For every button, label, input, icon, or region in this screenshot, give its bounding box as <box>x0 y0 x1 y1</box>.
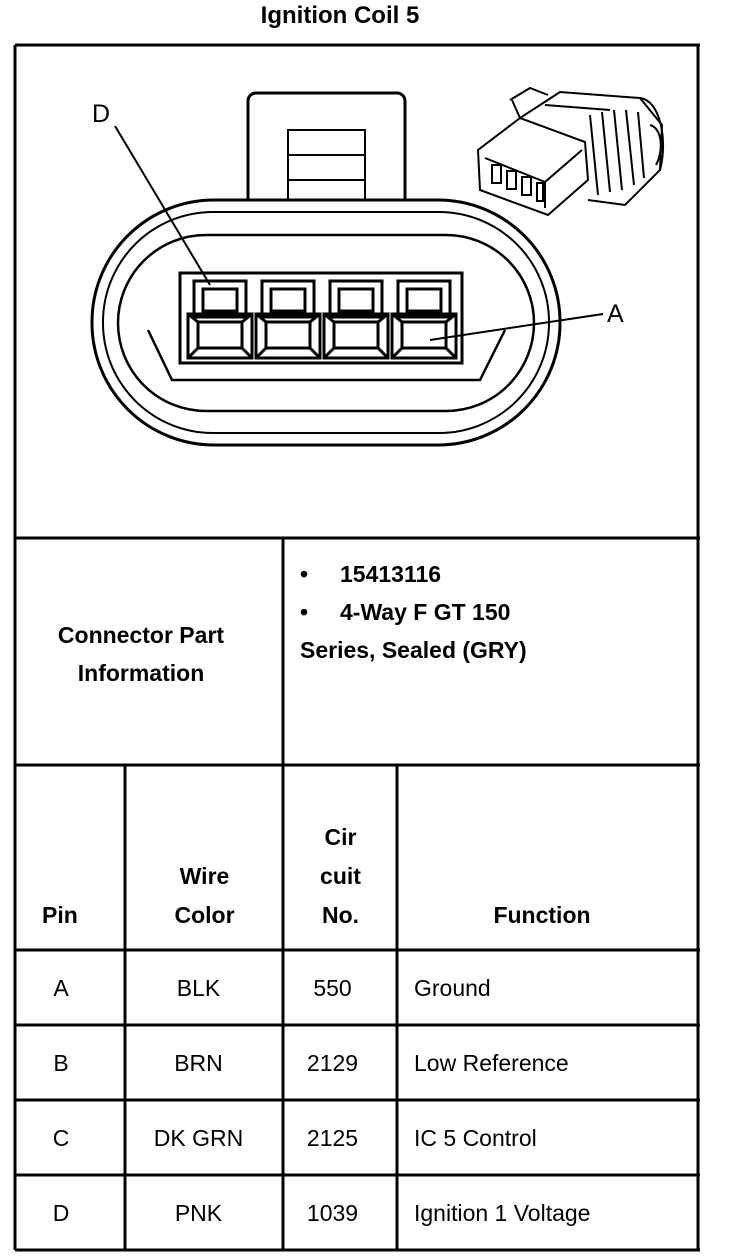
header-function: Function <box>493 902 591 928</box>
table-grid <box>13 43 700 1252</box>
cell-function: Ignition 1 Voltage <box>414 1200 591 1226</box>
header-circuit-no: Cir cuit No. <box>320 824 361 928</box>
cell-circuit: 2125 <box>306 1125 359 1151</box>
cell-pin: C <box>52 1125 70 1151</box>
cell-wire-color: BLK <box>176 975 221 1001</box>
cell-circuit: 2129 <box>306 1050 359 1076</box>
connector-thumbnail <box>476 86 664 217</box>
cell-pin: B <box>53 1050 69 1076</box>
part-number: 15413116 <box>340 561 442 587</box>
cell-circuit: 1039 <box>306 1200 359 1226</box>
page-title: Ignition Coil 5 <box>260 2 420 29</box>
pin-cavity-upper <box>260 279 316 319</box>
cell-wire-color: DK GRN <box>153 1125 244 1151</box>
cell-circuit: 550 <box>313 975 352 1001</box>
cell-pin: A <box>53 975 69 1001</box>
pin-cavity-upper <box>192 279 248 319</box>
part-desc-line2: Series, Sealed (GRY) <box>300 637 527 663</box>
bullet-part-number: • 15413116 <box>300 555 690 593</box>
callout-leaders <box>114 125 604 341</box>
pin-cavity-lower <box>186 312 254 360</box>
pin-cavity-upper <box>396 279 452 319</box>
pin-cavity-upper <box>328 279 384 319</box>
bullet-icon: • <box>300 561 309 587</box>
cell-function: Low Reference <box>414 1050 569 1076</box>
pin-cavities <box>186 279 458 360</box>
callout-a-label: A <box>607 300 624 328</box>
connector-part-details: • 15413116 • 4-Way F GT 150 Series, Seal… <box>300 555 690 669</box>
bullet-icon: • <box>300 599 309 625</box>
cell-wire-color: BRN <box>174 1050 223 1076</box>
cell-wire-color: PNK <box>174 1200 223 1226</box>
header-pin: Pin <box>42 902 78 928</box>
cell-function: IC 5 Control <box>414 1125 537 1151</box>
connector-part-label: Connector Part Information <box>57 622 225 686</box>
header-wire-color: Wire Color <box>174 863 235 928</box>
part-desc-line1: 4-Way F GT 150 <box>340 599 511 625</box>
cell-function: Ground <box>414 975 491 1001</box>
cell-pin: D <box>52 1200 70 1226</box>
pin-cavity-lower <box>254 312 322 360</box>
pin-cavity-lower <box>322 312 390 360</box>
callout-d-label: D <box>92 100 110 128</box>
bullet-description: • 4-Way F GT 150 <box>300 593 690 631</box>
